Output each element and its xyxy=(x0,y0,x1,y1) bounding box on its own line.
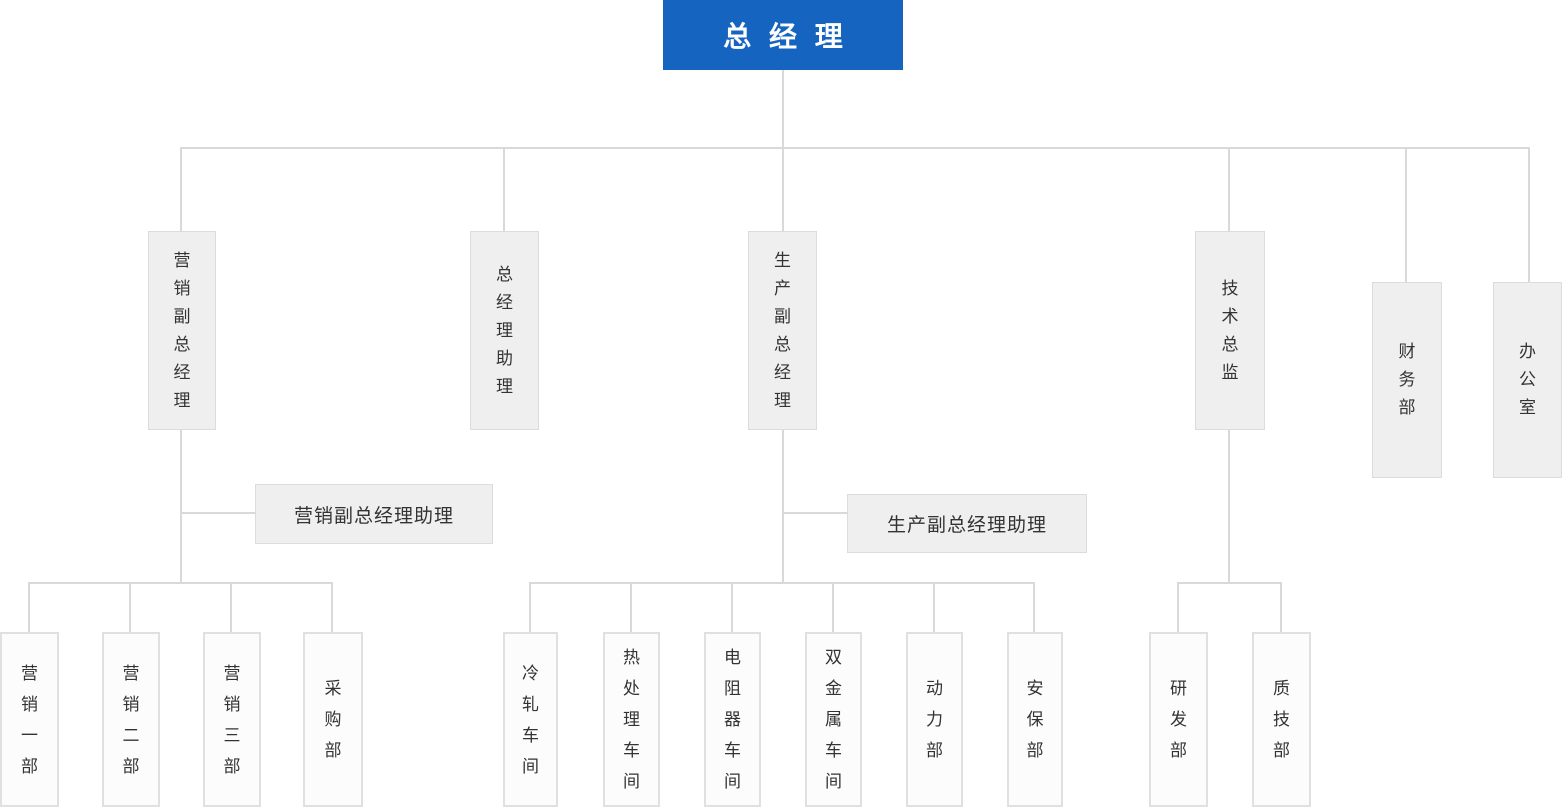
node-marketing-vp-assistant: 营销副总经理助理 xyxy=(255,484,493,544)
node-quality-tech-dept: 质技部 xyxy=(1252,632,1311,807)
node-label: 营销一部 xyxy=(21,663,38,776)
connector-line xyxy=(1405,147,1407,283)
connector-line xyxy=(1228,147,1230,232)
node-marketing-vp: 营销副总经理 xyxy=(148,231,216,430)
node-tech-director: 技术总监 xyxy=(1195,231,1265,430)
node-production-vp: 生产副总经理 xyxy=(748,231,817,430)
connector-line xyxy=(503,147,505,232)
node-label: 营销副总经理助理 xyxy=(293,505,454,527)
connector-line xyxy=(331,582,333,632)
connector-line xyxy=(181,512,256,514)
node-label: 采购部 xyxy=(324,679,342,760)
connector-line xyxy=(782,147,784,232)
node-label: 动力部 xyxy=(926,679,943,760)
connector-line xyxy=(529,582,531,632)
node-production-vp-assistant: 生产副总经理助理 xyxy=(847,494,1087,553)
node-marketing-dept-1: 营销一部 xyxy=(0,632,59,807)
node-label: 财务部 xyxy=(1398,342,1416,417)
connector-line xyxy=(530,582,1035,584)
connector-line xyxy=(1033,582,1035,632)
connector-line xyxy=(181,147,1530,149)
node-label: 双金属车间 xyxy=(825,648,842,791)
connector-line xyxy=(180,429,182,583)
node-office: 办公室 xyxy=(1493,282,1562,478)
node-label: 冷轧车间 xyxy=(522,663,539,776)
connector-line xyxy=(1228,429,1230,583)
connector-line xyxy=(129,582,131,632)
node-heat-treatment-workshop: 热处理车间 xyxy=(603,632,660,807)
node-label: 质技部 xyxy=(1273,679,1290,760)
node-label: 营销二部 xyxy=(122,663,140,776)
node-power-dept: 动力部 xyxy=(906,632,963,807)
node-finance-dept: 财务部 xyxy=(1372,282,1442,478)
node-gm-assistant: 总经理助理 xyxy=(470,231,539,430)
node-label: 热处理车间 xyxy=(623,648,640,791)
node-marketing-dept-2: 营销二部 xyxy=(102,632,160,807)
node-cold-rolling-workshop: 冷轧车间 xyxy=(503,632,558,807)
connector-line xyxy=(1178,582,1281,584)
connector-line xyxy=(782,429,784,583)
node-bimetal-workshop: 双金属车间 xyxy=(805,632,862,807)
connector-line xyxy=(832,582,834,632)
connector-line xyxy=(1528,147,1530,283)
node-resistor-workshop: 电阻器车间 xyxy=(704,632,761,807)
node-security-dept: 安保部 xyxy=(1007,632,1063,807)
connector-line xyxy=(1280,582,1282,632)
connector-line xyxy=(230,582,232,632)
node-label: 营销副总经理 xyxy=(173,250,191,410)
node-purchasing-dept: 采购部 xyxy=(303,632,363,807)
node-label: 总 经 理 xyxy=(723,21,848,52)
node-label: 电阻器车间 xyxy=(724,648,741,791)
connector-line xyxy=(782,69,784,149)
node-marketing-dept-3: 营销三部 xyxy=(203,632,261,807)
node-label: 总经理助理 xyxy=(496,264,513,396)
connector-line xyxy=(933,582,935,632)
node-label: 办公室 xyxy=(1519,342,1536,417)
node-rd-dept: 研发部 xyxy=(1149,632,1208,807)
connector-line xyxy=(29,582,333,584)
connector-line xyxy=(1177,582,1179,632)
node-label: 生产副总经理 xyxy=(774,250,791,410)
node-label: 安保部 xyxy=(1026,679,1044,760)
connector-line xyxy=(783,512,848,514)
node-label: 研发部 xyxy=(1170,679,1187,760)
connector-line xyxy=(180,147,182,232)
node-general-manager: 总 经 理 xyxy=(663,0,903,70)
connector-line xyxy=(731,582,733,632)
node-label: 营销三部 xyxy=(223,663,241,776)
node-label: 生产副总经理助理 xyxy=(886,515,1047,536)
node-label: 技术总监 xyxy=(1221,278,1239,382)
connector-line xyxy=(28,582,30,632)
connector-line xyxy=(630,582,632,632)
